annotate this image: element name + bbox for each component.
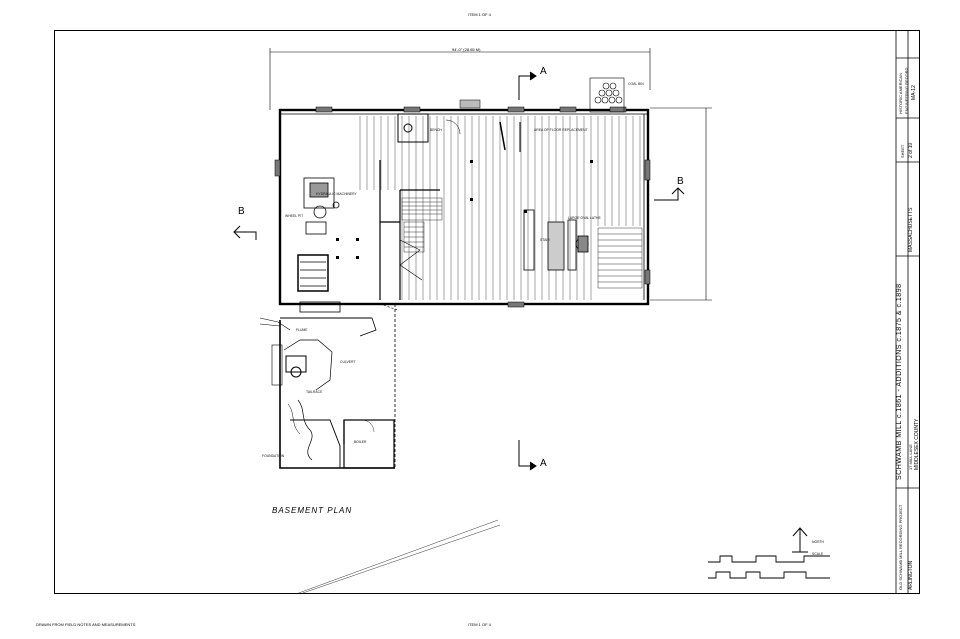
annotation-coal: COAL BIN (628, 82, 644, 86)
annotation-tailrace: TAILRACE (306, 390, 323, 394)
windows-right (644, 159, 651, 285)
left-wall-details (259, 317, 291, 386)
section-letter-a-top: A (540, 66, 547, 77)
annotation-foundation: FOUNDATION (262, 454, 285, 458)
section-letter-a-bottom: A (540, 458, 547, 469)
address: 17 MILL LANE (908, 444, 913, 470)
annotation-wheel-pit: WHEEL PIT (285, 214, 304, 218)
windows-bottom (507, 301, 525, 308)
project-title: SCHWAMB MILL c.1861 - ADDITIONS c.1875 &… (896, 283, 903, 481)
section-marker-a-bottom (518, 440, 537, 471)
small-room-top (397, 113, 521, 152)
credit-line: OLD SCHWAMB MILL RECORDING PROJECT (898, 504, 903, 590)
section-marker-a-top (518, 71, 537, 100)
annotation-stair: STAIR (540, 238, 550, 242)
windows-top (315, 99, 627, 113)
bottom-item-label: ITEM 1 OF 4 (468, 622, 491, 627)
habs-line-1: HISTORIC AMERICAN (898, 72, 903, 114)
sheet-label: SHEET (900, 144, 905, 158)
plan-title: BASEMENT PLAN (272, 506, 353, 515)
annotation-flume: FLUME (296, 328, 308, 332)
scale-label: SCALE (812, 552, 824, 556)
sheet-number: 2 of 10 (908, 142, 914, 158)
dimension-top (269, 48, 651, 110)
annotation-hydraulic: HYDRAULIC MACHINERY (316, 192, 357, 196)
title-block-lines (895, 30, 920, 594)
scale-bar (708, 555, 830, 579)
annotation-bench: BENCH (430, 128, 442, 132)
columns (336, 160, 593, 259)
stair-a (401, 197, 443, 253)
wheel-machinery (297, 177, 341, 313)
stair-b (597, 227, 643, 289)
annotation-lathe: LARGE OVAL LATHE (568, 216, 601, 220)
interior-partitions (379, 160, 440, 300)
section-marker-b-right (654, 187, 685, 201)
habs-number: MA-12 (911, 85, 917, 100)
drawing-border (54, 30, 920, 594)
state: MASSACHUSETTS (908, 207, 914, 252)
annotation-boiler: BOILER (354, 440, 367, 444)
county: MIDDLESEX COUNTY (914, 418, 920, 470)
pipe-stack (589, 77, 625, 113)
dimension-right (650, 107, 712, 301)
windows-left (274, 159, 281, 177)
annotation-area-of-floor: AREA OF FLOOR REPLACEMENT (534, 128, 588, 132)
north-label: NORTH (812, 540, 824, 544)
annotation-culvert: CULVERT (340, 360, 356, 364)
bottom-left-label: DRAWN FROM FIELD NOTES AND MEASUREMENTS (36, 622, 136, 627)
main-building-walls (278, 108, 650, 306)
dimension-top-label: 94'-0" (28.65 M) (452, 47, 481, 52)
lathe-machinery (523, 209, 589, 271)
lower-extension (279, 303, 399, 469)
location: ARLINGTON (908, 560, 914, 590)
section-letter-b-left: B (238, 206, 245, 217)
habs-line-2: ENGINEERING RECORD (904, 67, 909, 114)
section-marker-b-left (233, 225, 257, 240)
floor-boards (359, 116, 641, 300)
credit-stamp (295, 519, 501, 595)
top-item-label: ITEM 1 OF 4 (468, 12, 491, 17)
north-arrow (792, 527, 808, 553)
section-letter-b-right: B (677, 176, 684, 187)
